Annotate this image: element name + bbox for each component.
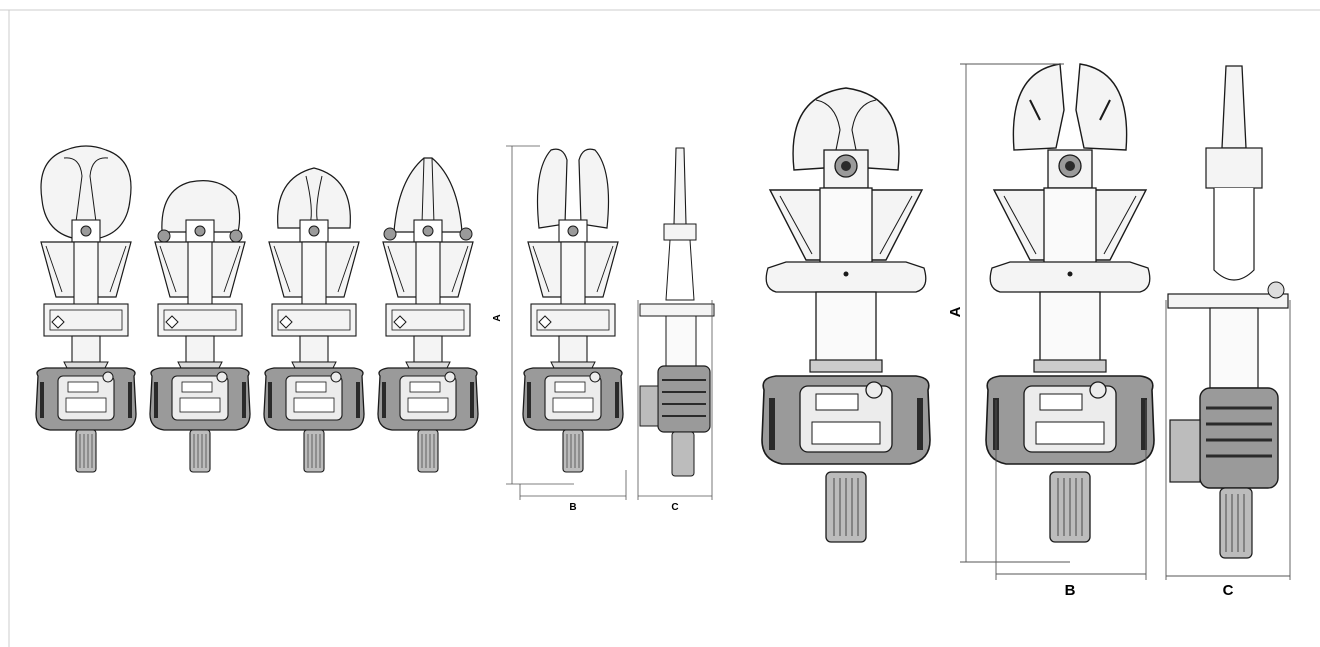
small-dim-label-a: A — [492, 314, 503, 321]
small-tool-4 — [376, 157, 480, 474]
small-tool-6-side — [639, 147, 715, 477]
large-dim-label-a: A — [947, 306, 964, 317]
large-dim-label-b: B — [1065, 582, 1076, 599]
small-dim-label-c: C — [671, 502, 678, 513]
small-dim-label-b: B — [569, 502, 576, 513]
small-tool-2 — [148, 180, 252, 474]
large-dimension-lines — [960, 63, 1291, 580]
small-dimension-lines — [506, 145, 713, 500]
small-tool-1 — [34, 145, 138, 474]
large-tool-1 — [762, 87, 930, 542]
large-dim-label-c: C — [1223, 582, 1234, 599]
small-tool-5 — [521, 148, 625, 474]
large-tool-2 — [986, 63, 1154, 542]
small-tool-3 — [262, 167, 366, 474]
large-tool-3-side — [1167, 65, 1289, 559]
